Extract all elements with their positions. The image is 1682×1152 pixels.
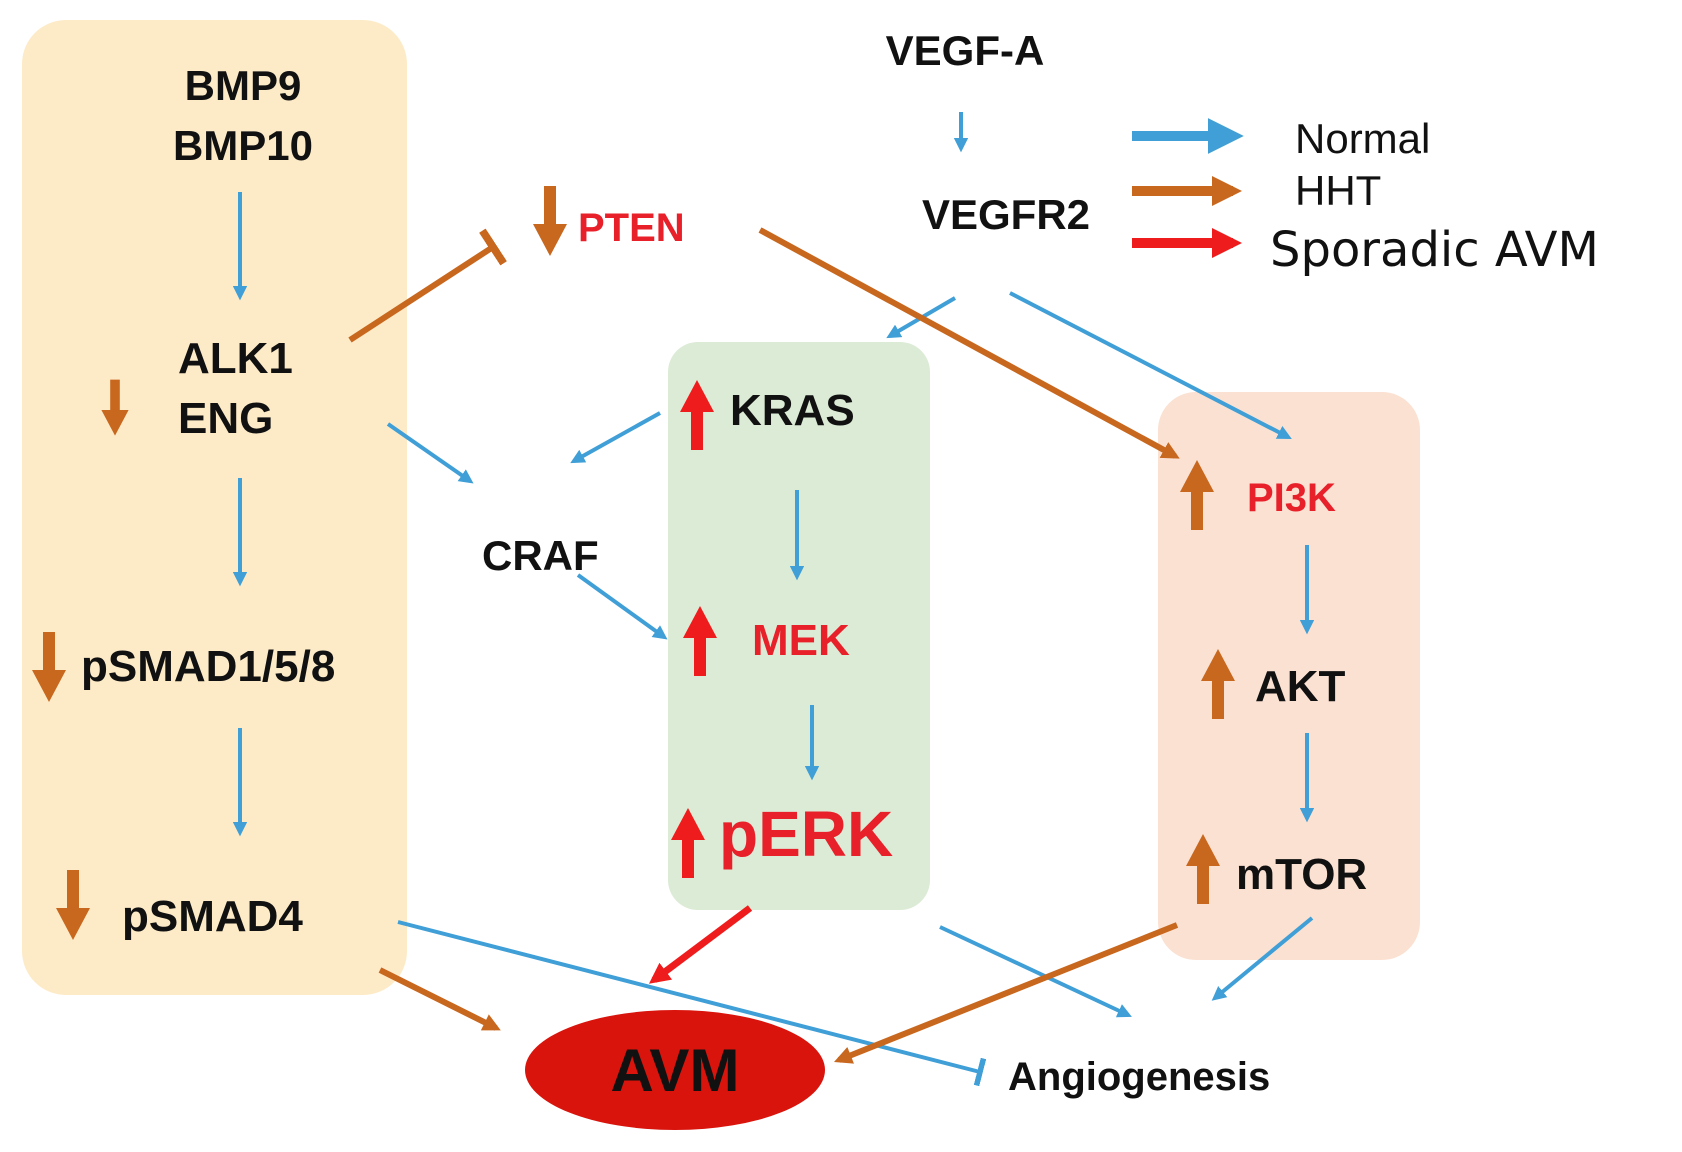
down-arrow-icon bbox=[533, 186, 567, 256]
sporadic-expression-indicators bbox=[671, 380, 717, 878]
up-arrow-icon bbox=[683, 606, 717, 676]
node-vegfa: VEGF-A bbox=[886, 27, 1045, 74]
up-arrow-icon bbox=[1180, 460, 1214, 530]
up-arrow-icon bbox=[671, 808, 705, 878]
node-psmad4: pSMAD4 bbox=[122, 892, 303, 941]
node-alk1: ALK1 bbox=[178, 334, 293, 383]
node-mek: MEK bbox=[752, 616, 850, 665]
arrow-craf-to-mek bbox=[576, 573, 668, 640]
node-bmp10: BMP10 bbox=[173, 122, 313, 169]
smad-pathway-box bbox=[22, 20, 407, 995]
down-arrow-icon bbox=[32, 632, 66, 702]
avm-node-ellipse bbox=[525, 1010, 825, 1130]
pi3k-pathway-box bbox=[1158, 392, 1420, 960]
arrow-mtor-to-avm bbox=[833, 922, 1179, 1064]
arrow-psmad4-to-avm bbox=[378, 967, 501, 1031]
legend-normal-label: Normal bbox=[1295, 115, 1430, 162]
arrow-vegfr2-to-pi3k bbox=[1009, 291, 1292, 439]
node-perk: pERK bbox=[719, 798, 893, 870]
mapk-pathway-box bbox=[668, 342, 930, 910]
node-avm: AVM bbox=[611, 1037, 740, 1104]
legend-sporadic-label: Sporadic AVM bbox=[1270, 222, 1599, 278]
node-bmp9: BMP9 bbox=[185, 62, 302, 109]
node-angiogenesis: Angiogenesis bbox=[1008, 1055, 1270, 1099]
node-pten: PTEN bbox=[578, 206, 685, 250]
arrow-perk-to-angiogenesis bbox=[939, 925, 1132, 1018]
up-arrow-icon bbox=[1186, 834, 1220, 904]
arrow-pten-to-pi3k bbox=[758, 227, 1180, 459]
node-eng: ENG bbox=[178, 394, 273, 443]
arrow-eng-to-craf bbox=[386, 422, 474, 484]
node-akt: AKT bbox=[1255, 662, 1346, 711]
arrow-mtor-to-angiogenesis bbox=[1211, 916, 1314, 1001]
up-arrow-icon bbox=[1201, 649, 1235, 719]
node-mtor: mTOR bbox=[1236, 850, 1367, 899]
legend-hht-label: HHT bbox=[1295, 167, 1381, 214]
node-psmad158: pSMAD1/5/8 bbox=[81, 642, 335, 691]
arrow-kras-to-craf bbox=[570, 411, 661, 464]
hht-expression-indicators bbox=[32, 186, 1235, 940]
node-vegfr2: VEGFR2 bbox=[922, 191, 1090, 238]
up-arrow-icon bbox=[680, 380, 714, 450]
down-arrow-icon bbox=[101, 379, 129, 436]
down-arrow-icon bbox=[56, 870, 90, 940]
node-craf: CRAF bbox=[482, 532, 599, 579]
hht-pathway-arrows bbox=[348, 227, 1180, 1064]
inhibit-alk1-to-pten bbox=[348, 228, 507, 343]
normal-pathway-arrows bbox=[232, 112, 1315, 1087]
inhibit-psmad4-to-angiogenesis bbox=[397, 920, 987, 1087]
node-kras: KRAS bbox=[730, 386, 855, 435]
arrow-perk-to-avm bbox=[648, 905, 753, 984]
node-pi3k: PI3K bbox=[1247, 476, 1336, 520]
